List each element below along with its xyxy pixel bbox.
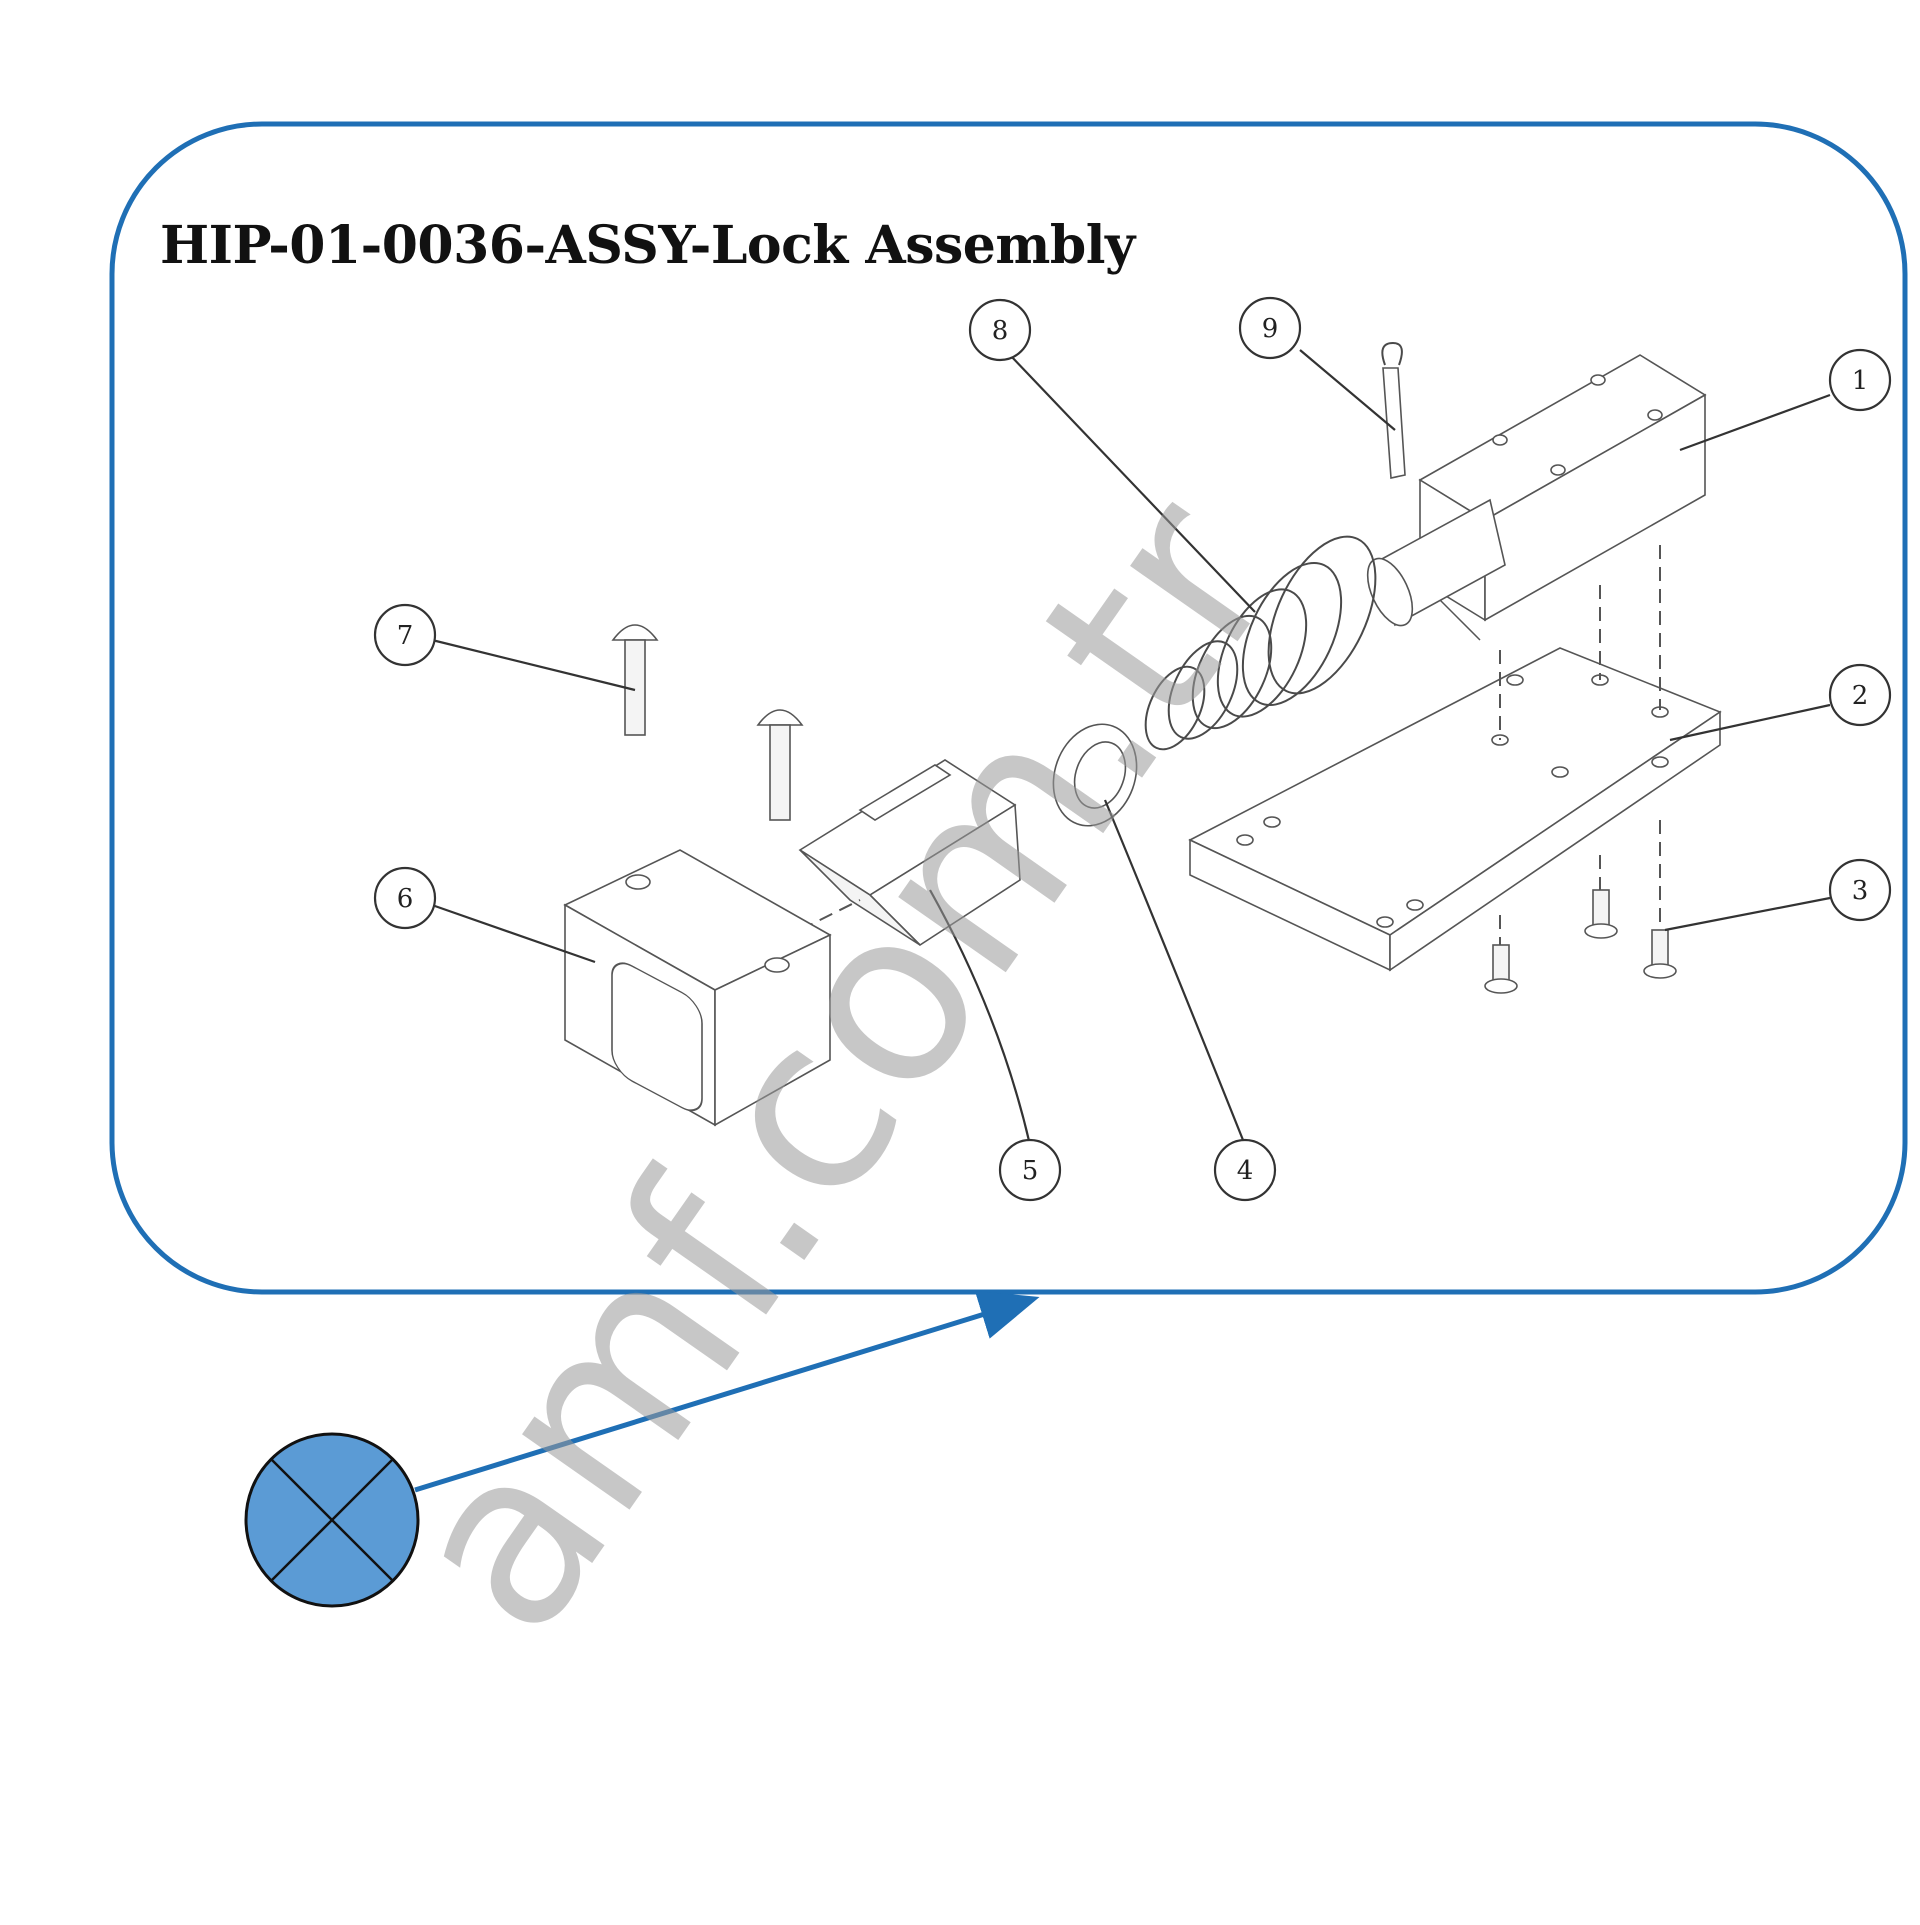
part-1-housing [1366, 354, 1707, 641]
cross-circle-icon [244, 1432, 420, 1608]
part-8-spring [1144, 535, 1377, 751]
part-6-receiver-block [563, 849, 832, 1127]
svg-text:4: 4 [1237, 1156, 1254, 1186]
callout-9: 9 [1238, 296, 1302, 360]
part-4-washer [1052, 723, 1138, 827]
part-7-screws [611, 624, 804, 821]
callout-3: 3 [1828, 858, 1892, 922]
part-9-pin [1381, 341, 1406, 479]
svg-text:5: 5 [1022, 1156, 1039, 1186]
svg-text:7: 7 [397, 621, 414, 651]
callout-8: 8 [968, 298, 1032, 362]
callout-5: 5 [998, 1138, 1062, 1202]
part-2-base-plate [1188, 545, 1722, 972]
svg-text:3: 3 [1852, 876, 1869, 906]
callout-4: 4 [1213, 1138, 1277, 1202]
svg-text:1: 1 [1852, 366, 1869, 396]
svg-text:8: 8 [992, 316, 1009, 346]
callout-7: 7 [373, 603, 437, 667]
callout-6: 6 [373, 866, 437, 930]
part-5-lock-bolt [798, 759, 1021, 947]
part-3-screws [1484, 820, 1677, 994]
callout-2: 2 [1828, 663, 1892, 727]
callout-1: 1 [1828, 348, 1892, 412]
pointer-arrow [414, 1290, 1040, 1493]
svg-text:9: 9 [1262, 314, 1279, 344]
svg-text:6: 6 [397, 884, 414, 914]
svg-text:2: 2 [1852, 681, 1869, 711]
page-title: HIP-01-0036-ASSY-Lock Assembly [160, 215, 1135, 276]
